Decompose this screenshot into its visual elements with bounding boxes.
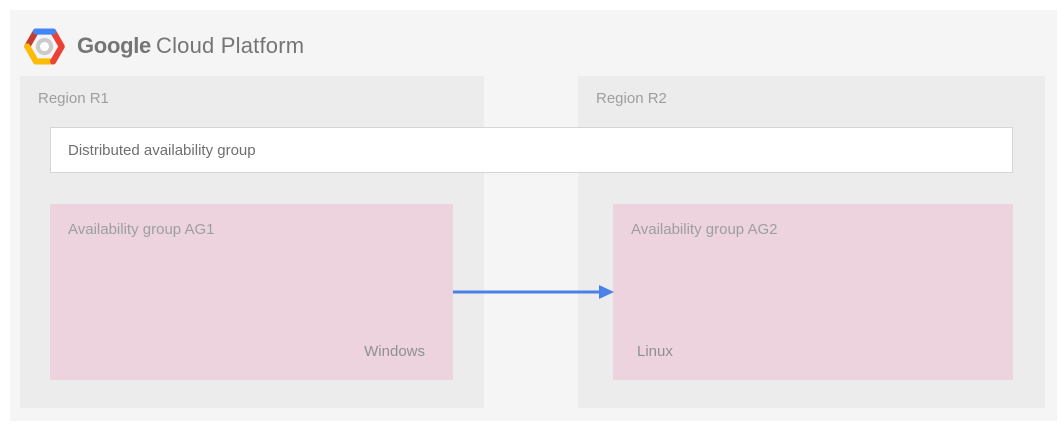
availability-group-ag2-box: Availability group AG2 Linux (613, 204, 1013, 380)
region-r1-label: Region R1 (38, 90, 109, 107)
ag1-os-label-windows: Windows (364, 343, 425, 360)
replication-arrow-icon (453, 285, 614, 299)
logo-word-cloud-platform: Cloud Platform (155, 33, 305, 58)
distributed-availability-group-label: Distributed availability group (68, 141, 256, 159)
region-r2-label: Region R2 (596, 90, 667, 107)
availability-group-ag1-box: Availability group AG1 Windows (50, 204, 453, 380)
availability-group-ag1-label: Availability group AG1 (68, 221, 215, 238)
logo-word-google: Google (77, 33, 151, 58)
ag2-os-label-linux: Linux (637, 343, 673, 360)
gcp-hexagon-icon (24, 28, 65, 64)
distributed-availability-group-box: Distributed availability group (50, 127, 1013, 173)
availability-group-ag2-label: Availability group AG2 (631, 221, 778, 238)
